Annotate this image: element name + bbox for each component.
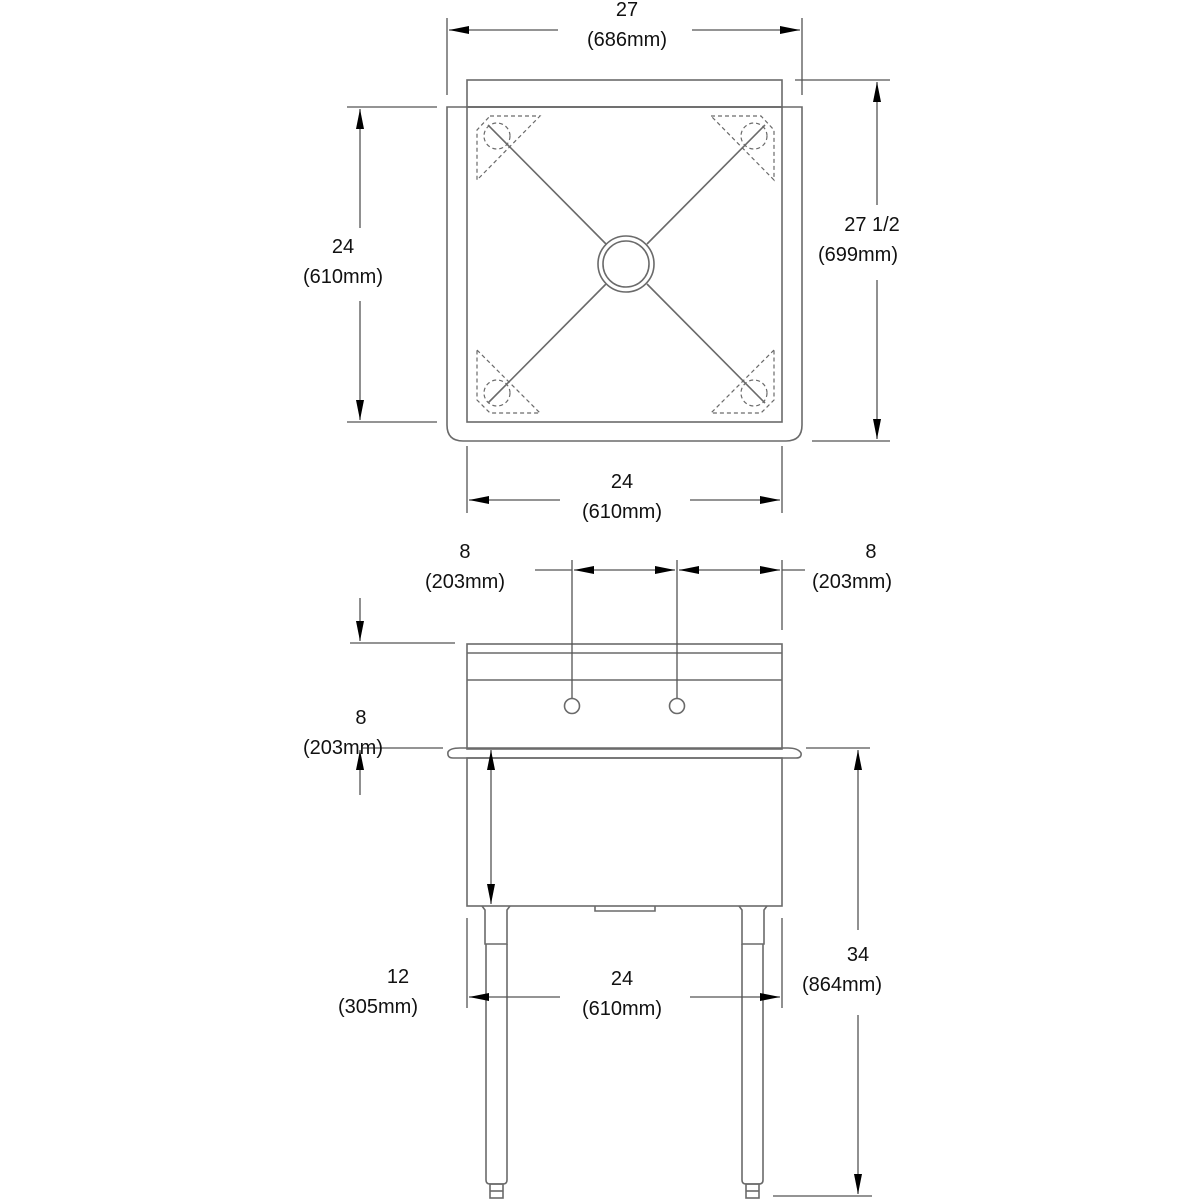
dim-overall-depth: 27 1/2 (699mm) (816, 210, 900, 270)
plan-view (446, 79, 803, 442)
dim-bowl-front-to-back: 24 (610mm) (303, 232, 383, 292)
corner-gussets (476, 115, 775, 414)
plan-outer-rim (446, 106, 803, 442)
center-drain-outer (597, 235, 655, 293)
dim-value-mm: (305mm) (337, 996, 419, 1018)
dim-value-mm: (203mm) (302, 737, 384, 759)
dim-value-mm: (610mm) (302, 266, 384, 288)
dim-bowl-depth: 12 (305mm) (338, 962, 418, 1022)
dim-value-in: 8 (865, 541, 877, 563)
drain-outlet (594, 906, 656, 912)
dim-backsplash-height: 8 (203mm) (303, 703, 383, 763)
dim-value-in: 8 (355, 707, 367, 729)
dim-overall-height: 34 (864mm) (802, 940, 882, 1000)
dim-value-mm: (610mm) (581, 998, 663, 1020)
dim-value-in: 27 (615, 0, 639, 21)
faucet-hole-right (668, 697, 686, 715)
elevation-backsplash (466, 643, 783, 750)
dim-value-mm: (864mm) (801, 974, 883, 996)
left-leg (481, 905, 511, 1199)
dim-leg-span: 24 (610mm) (582, 964, 662, 1024)
plan-sink-bowl (466, 106, 783, 423)
faucet-hole-left (563, 697, 581, 715)
dim-faucet-to-edge: 8 (203mm) (812, 537, 892, 597)
rolled-rim (447, 747, 802, 759)
dim-value-in: 12 (386, 966, 410, 988)
plan-dimensions (347, 18, 890, 513)
dim-value-mm: (203mm) (424, 571, 506, 593)
dim-value-in: 24 (331, 236, 355, 258)
dim-value-mm: (610mm) (581, 501, 663, 523)
dim-value-in: 8 (459, 541, 471, 563)
dim-overall-width: 27 (686mm) (587, 0, 667, 55)
dim-value-mm: (203mm) (811, 571, 893, 593)
front-elevation (447, 643, 802, 1199)
plan-backsplash (466, 79, 783, 108)
dim-bowl-width: 24 (610mm) (582, 467, 662, 527)
center-drain-inner (602, 240, 650, 288)
elevation-dimensions (350, 560, 872, 1197)
elevation-sink-body (466, 757, 783, 907)
dim-value-in: 24 (610, 968, 634, 990)
dim-value-in: 27 1/2 (844, 214, 900, 236)
right-leg (738, 905, 768, 1199)
dim-faucet-spacing: 8 (203mm) (425, 537, 505, 597)
dim-value-in: 24 (610, 471, 634, 493)
dim-value-mm: (686mm) (586, 29, 668, 51)
dim-value-mm: (699mm) (817, 244, 899, 266)
dim-value-in: 34 (846, 944, 870, 966)
